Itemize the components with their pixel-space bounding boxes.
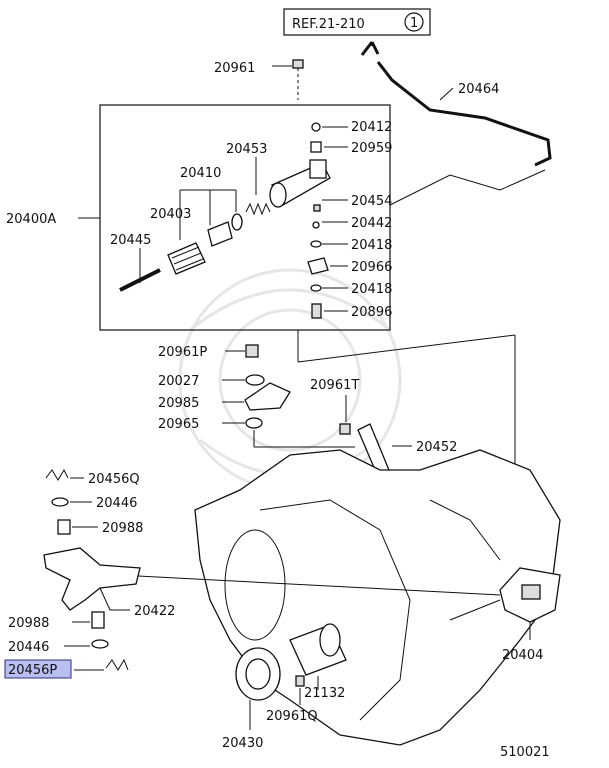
label-20453[interactable]: 20453 — [226, 142, 267, 157]
ref-circle-number: 1 — [410, 16, 418, 31]
ref-box[interactable]: REF.21-210 1 — [283, 8, 431, 36]
label-20446a[interactable]: 20446 — [96, 496, 137, 511]
label-20988a[interactable]: 20988 — [102, 521, 143, 536]
clutch-pipe-20464 — [376, 61, 552, 167]
dust-cover-20404[interactable] — [499, 567, 561, 623]
label-20430[interactable]: 20430 — [222, 736, 263, 751]
ref-arrow — [360, 41, 380, 56]
spring-clip-20456p[interactable] — [105, 658, 129, 671]
gasket-20418b[interactable] — [310, 284, 322, 292]
bolt-20961[interactable] — [292, 59, 304, 100]
label-20418b[interactable]: 20418 — [351, 282, 392, 297]
gasket-20418a[interactable] — [310, 240, 322, 248]
label-20418a[interactable]: 20418 — [351, 238, 392, 253]
bolt-20896[interactable] — [311, 303, 322, 319]
pivot-20988b[interactable] — [91, 611, 105, 629]
clip-20446b[interactable] — [91, 639, 109, 649]
label-20961t[interactable]: 20961T — [310, 378, 359, 393]
bolt-20961q[interactable] — [295, 675, 305, 687]
label-20442[interactable]: 20442 — [351, 216, 392, 231]
label-20422[interactable]: 20422 — [134, 604, 175, 619]
slave-cylinder-20410[interactable] — [269, 159, 331, 208]
washer-20027[interactable] — [245, 374, 265, 386]
clip-20446a[interactable] — [51, 497, 69, 507]
highlight-20456p — [4, 659, 72, 679]
guide-21132[interactable] — [289, 623, 347, 676]
part-labels: 20961 20464 20412 20959 20453 20410 2045… — [6, 61, 550, 760]
label-20456q[interactable]: 20456Q — [88, 472, 140, 487]
label-20965[interactable]: 20965 — [158, 417, 199, 432]
label-20961[interactable]: 20961 — [214, 61, 255, 76]
label-20412[interactable]: 20412 — [351, 120, 392, 135]
pivot-20988a[interactable] — [57, 519, 71, 535]
label-20452[interactable]: 20452 — [416, 440, 457, 455]
boot[interactable] — [167, 242, 206, 275]
label-20988b[interactable]: 20988 — [8, 616, 49, 631]
bracket-20985[interactable] — [244, 382, 291, 411]
bushing-20965[interactable] — [245, 417, 263, 429]
label-20961p[interactable]: 20961P — [158, 345, 207, 360]
piston-cup-20403[interactable] — [207, 213, 243, 247]
washer-20442[interactable] — [312, 221, 320, 229]
label-20410[interactable]: 20410 — [180, 166, 221, 181]
label-20464[interactable]: 20464 — [458, 82, 499, 97]
label-20959[interactable]: 20959 — [351, 141, 392, 156]
label-20966[interactable]: 20966 — [351, 260, 392, 275]
kit-box-20400a — [99, 104, 391, 331]
label-21132[interactable]: 21132 — [304, 686, 345, 701]
release-bearing-20430[interactable] — [235, 647, 281, 701]
bleeder-20959[interactable] — [310, 141, 322, 153]
label-20985[interactable]: 20985 — [158, 396, 199, 411]
bolt-20961p[interactable] — [245, 344, 259, 358]
ref-label: REF.21-210 — [292, 17, 365, 32]
label-20896[interactable]: 20896 — [351, 305, 392, 320]
label-20403[interactable]: 20403 — [150, 207, 191, 222]
bolt-20961t[interactable] — [339, 423, 351, 435]
release-fork-20422[interactable] — [43, 547, 141, 611]
spring-20453[interactable] — [245, 202, 271, 216]
spring-clip-20456q[interactable] — [45, 468, 69, 481]
transmission-housing — [194, 449, 561, 746]
label-20400a[interactable]: 20400A — [6, 212, 56, 227]
label-20445[interactable]: 20445 — [110, 233, 151, 248]
label-20454[interactable]: 20454 — [351, 194, 392, 209]
bolt-20454[interactable] — [313, 204, 321, 212]
label-20456p[interactable]: 20456P — [8, 663, 57, 678]
label-20404[interactable]: 20404 — [502, 648, 543, 663]
label-20961q[interactable]: 20961Q — [266, 709, 318, 724]
cap-20412[interactable] — [311, 122, 321, 132]
union-20966[interactable] — [307, 257, 329, 275]
label-20027[interactable]: 20027 — [158, 374, 199, 389]
label-20446b[interactable]: 20446 — [8, 640, 49, 655]
diagram-code: 510021 — [500, 745, 550, 760]
